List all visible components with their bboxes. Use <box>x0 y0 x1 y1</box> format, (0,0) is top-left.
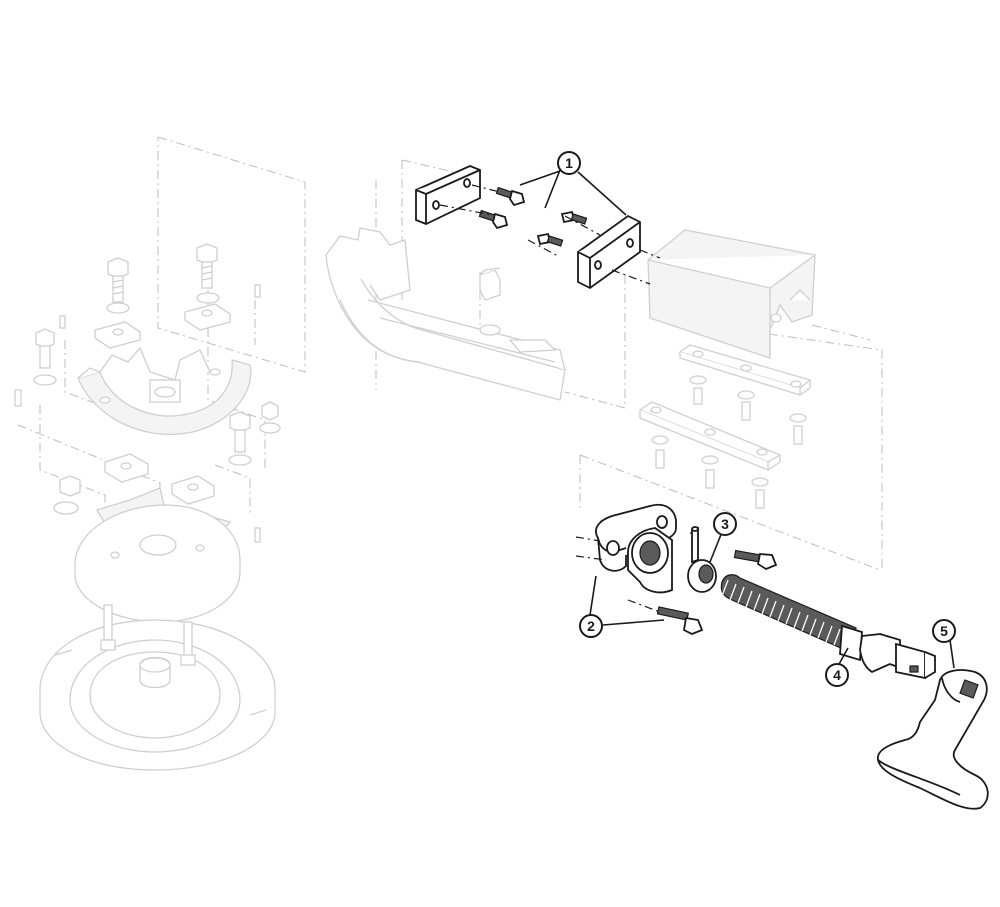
callout-2-label: 2 <box>587 618 595 634</box>
callout-2: 2 <box>579 614 603 638</box>
callout-3: 3 <box>713 512 737 536</box>
fixed-jaw-assembly-ghost <box>579 229 883 571</box>
hex-bolt-ghost <box>106 257 130 314</box>
callout-4: 4 <box>825 663 849 687</box>
plate-screws-ghost <box>651 375 807 509</box>
crank-handle-part-5 <box>877 669 989 810</box>
collar-cap-screw <box>733 549 778 571</box>
hex-bolt-ghost <box>196 243 220 304</box>
cap-screw <box>495 186 526 207</box>
callout-4-label: 4 <box>833 667 841 683</box>
pin-and-collar-part-3 <box>687 526 778 593</box>
callout-1: 1 <box>557 151 581 175</box>
callout-leaders <box>519 169 955 669</box>
swivel-base-assembly-ghost <box>14 136 306 771</box>
callout-1-label: 1 <box>565 155 573 171</box>
jaw-plates-part-1 <box>415 165 661 290</box>
callout-3-label: 3 <box>721 516 729 532</box>
spindle-flange-part-2 <box>575 503 704 635</box>
cap-screw <box>560 210 588 225</box>
cap-screw <box>478 209 509 230</box>
flange-bolt <box>656 606 704 635</box>
movable-jaw-body-ghost <box>325 159 626 409</box>
callout-5: 5 <box>932 619 956 643</box>
callout-5-label: 5 <box>940 623 948 639</box>
lead-screw-part-4 <box>720 574 936 680</box>
cap-screw <box>536 232 564 247</box>
